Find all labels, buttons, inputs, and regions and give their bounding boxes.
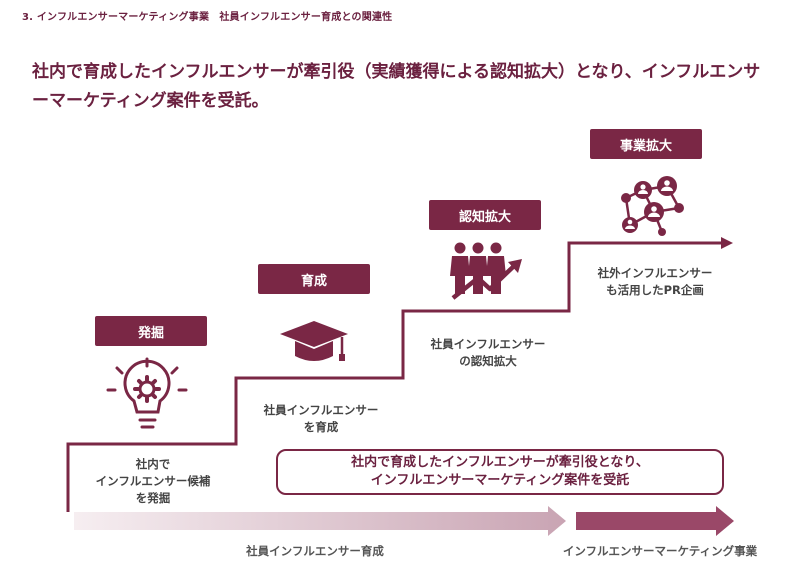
stage-label-expansion: 事業拡大 (590, 129, 702, 159)
bottom-label-business: インフルエンサーマーケティング事業 (562, 544, 758, 558)
bottom-label-development: 社員インフルエンサー育成 (246, 544, 384, 558)
network-icon (621, 176, 684, 236)
stage-label-discover: 発掘 (95, 316, 207, 346)
lightbulb-gear-icon (106, 357, 188, 429)
section-title: 3. インフルエンサーマーケティング事業 社員インフルエンサー育成との関連性 (22, 12, 393, 23)
summary-box: 社内で育成したインフルエンサーが牽引役となり、 インフルエンサーマーケティング案… (276, 449, 724, 495)
people-growth-icon (450, 242, 522, 300)
caption-discover: 社内で インフルエンサー候補 を発掘 (95, 457, 211, 505)
staircase-arrowhead (721, 237, 733, 249)
stage-label-develop: 育成 (258, 264, 370, 294)
graduation-cap-icon (280, 321, 348, 361)
bottom-arrow-development (74, 506, 566, 536)
bottom-arrow-business (576, 506, 734, 536)
staircase-line (66, 241, 722, 512)
headline: 社内で育成したインフルエンサーが牽引役（実績獲得による認知拡大）となり、インフル… (32, 62, 761, 111)
stage-label-awareness: 認知拡大 (429, 200, 541, 230)
caption-develop: 社員インフルエンサー を育成 (263, 403, 379, 434)
caption-expansion: 社外インフルエンサー も活用したPR企画 (597, 266, 713, 297)
caption-awareness: 社員インフルエンサー の認知拡大 (430, 337, 546, 368)
